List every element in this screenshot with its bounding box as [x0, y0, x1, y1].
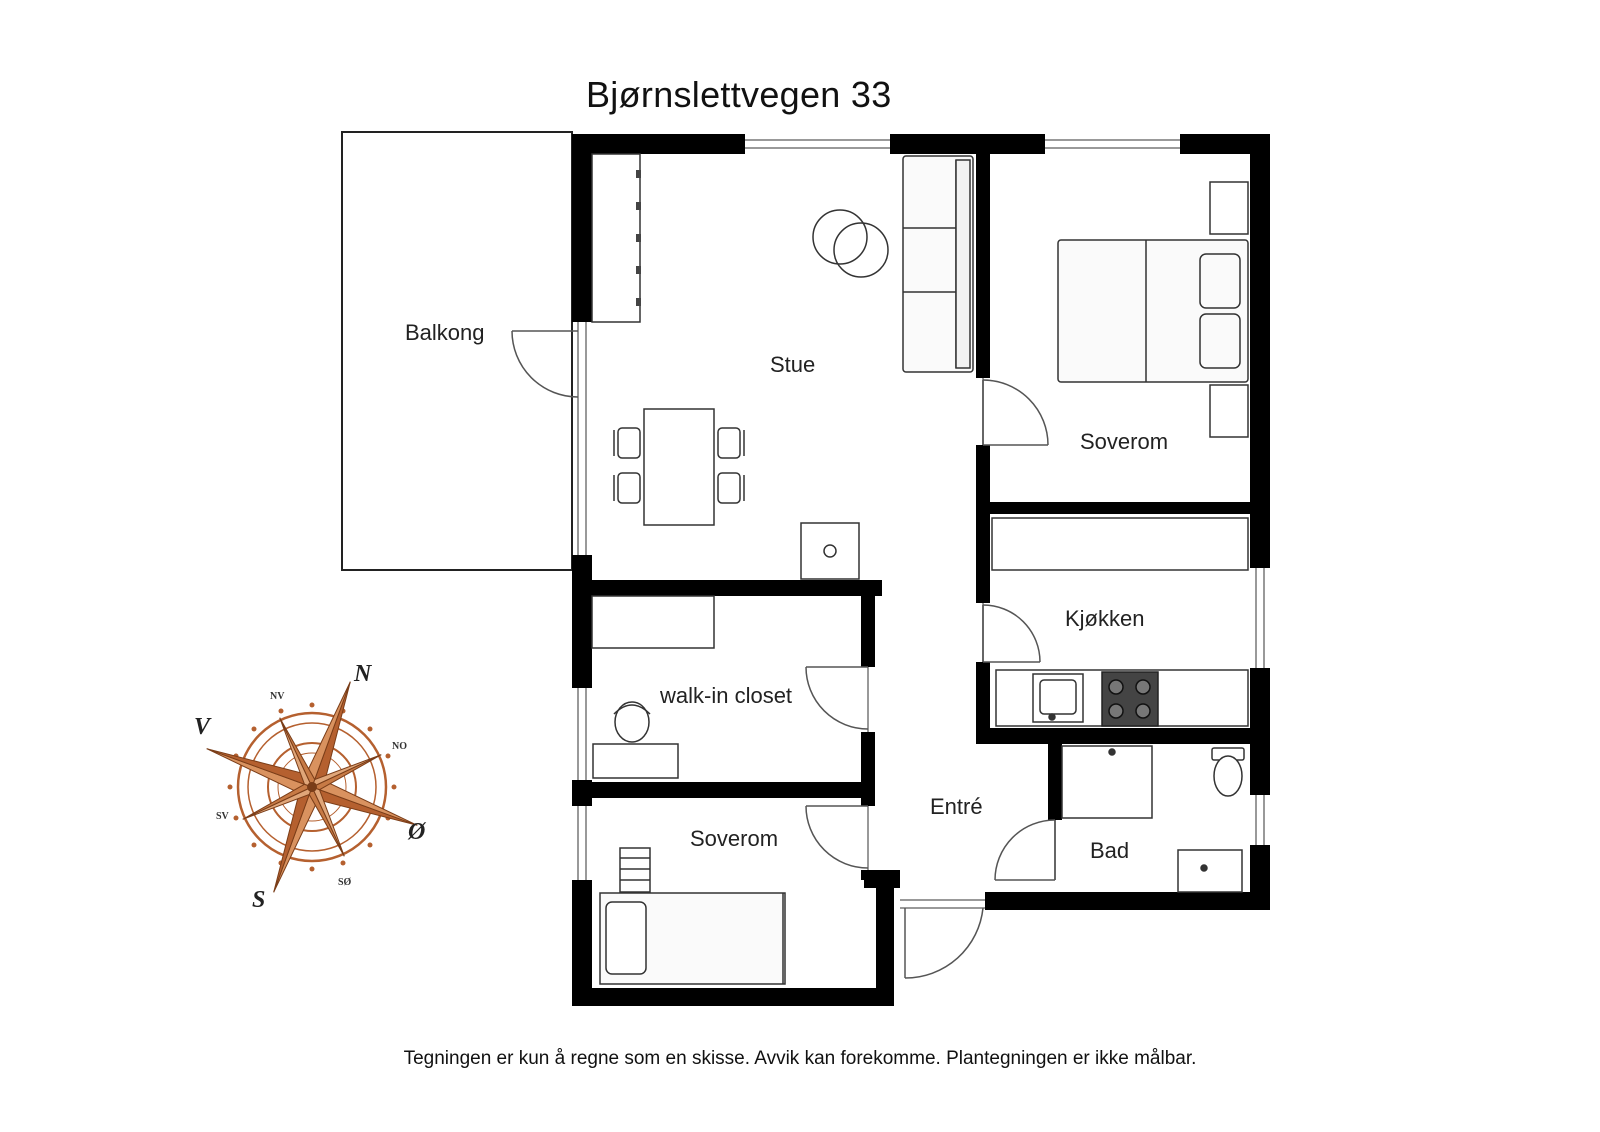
wardrobe: [991, 517, 1249, 571]
room-label-stue: Stue: [770, 352, 815, 377]
side-table: [833, 222, 889, 278]
kitchen-door: [982, 604, 1041, 663]
compass-v: V: [194, 714, 212, 740]
double-bed: [1057, 239, 1249, 383]
closet-door: [805, 666, 869, 730]
compass-sv: SV: [216, 811, 230, 822]
entrance-door: [904, 907, 984, 979]
room-label-soverom-main: Soverom: [1080, 429, 1168, 454]
single-bed: [599, 892, 786, 985]
side-table: [812, 209, 868, 265]
toilet: [1211, 747, 1245, 797]
compass-n: N: [353, 661, 373, 687]
compass-rose: N S V Ø NV NO SV SØ: [194, 661, 427, 913]
balcony-area: [341, 131, 573, 571]
room-label-balkong: Balkong: [405, 320, 485, 345]
nightstand: [1209, 181, 1249, 235]
bunk-ladder: [619, 847, 651, 893]
room-label-entre: Entré: [930, 794, 983, 819]
shelf: [591, 153, 641, 323]
vanity: [592, 743, 679, 779]
doors: [511, 330, 1056, 979]
sofa: [902, 155, 974, 373]
washing-machine: [1061, 745, 1153, 819]
closet-shelf: [591, 595, 715, 649]
room-label-walk-in-closet: walk-in closet: [659, 683, 792, 708]
compass-s: S: [252, 887, 265, 913]
chairs: [613, 427, 745, 504]
compass-no: NO: [392, 741, 407, 752]
closet-chair: [613, 701, 651, 743]
small-bedroom-door: [805, 805, 869, 869]
disclaimer: Tegningen er kun å regne som en skisse. …: [403, 1048, 1197, 1069]
bathroom-cabinet: [1177, 849, 1243, 893]
page-title: Bjørnslettvegen 33: [586, 74, 892, 115]
compass-nv: NV: [270, 691, 285, 702]
room-label-bad: Bad: [1090, 838, 1129, 863]
stove: [800, 522, 860, 580]
room-label-soverom-small: Soverom: [690, 826, 778, 851]
furniture: [591, 153, 1249, 985]
compass-o: Ø: [407, 819, 427, 845]
balcony-door: [511, 330, 579, 398]
cooktop: [1101, 671, 1159, 727]
bedroom-door: [982, 379, 1049, 446]
bathroom-door: [994, 819, 1056, 881]
dining-table: [643, 408, 715, 526]
room-label-kjokken: Kjøkken: [1065, 606, 1144, 631]
compass-so: SØ: [338, 877, 352, 888]
sink: [1032, 673, 1084, 723]
nightstand: [1209, 384, 1249, 438]
walls: [572, 134, 1270, 1006]
